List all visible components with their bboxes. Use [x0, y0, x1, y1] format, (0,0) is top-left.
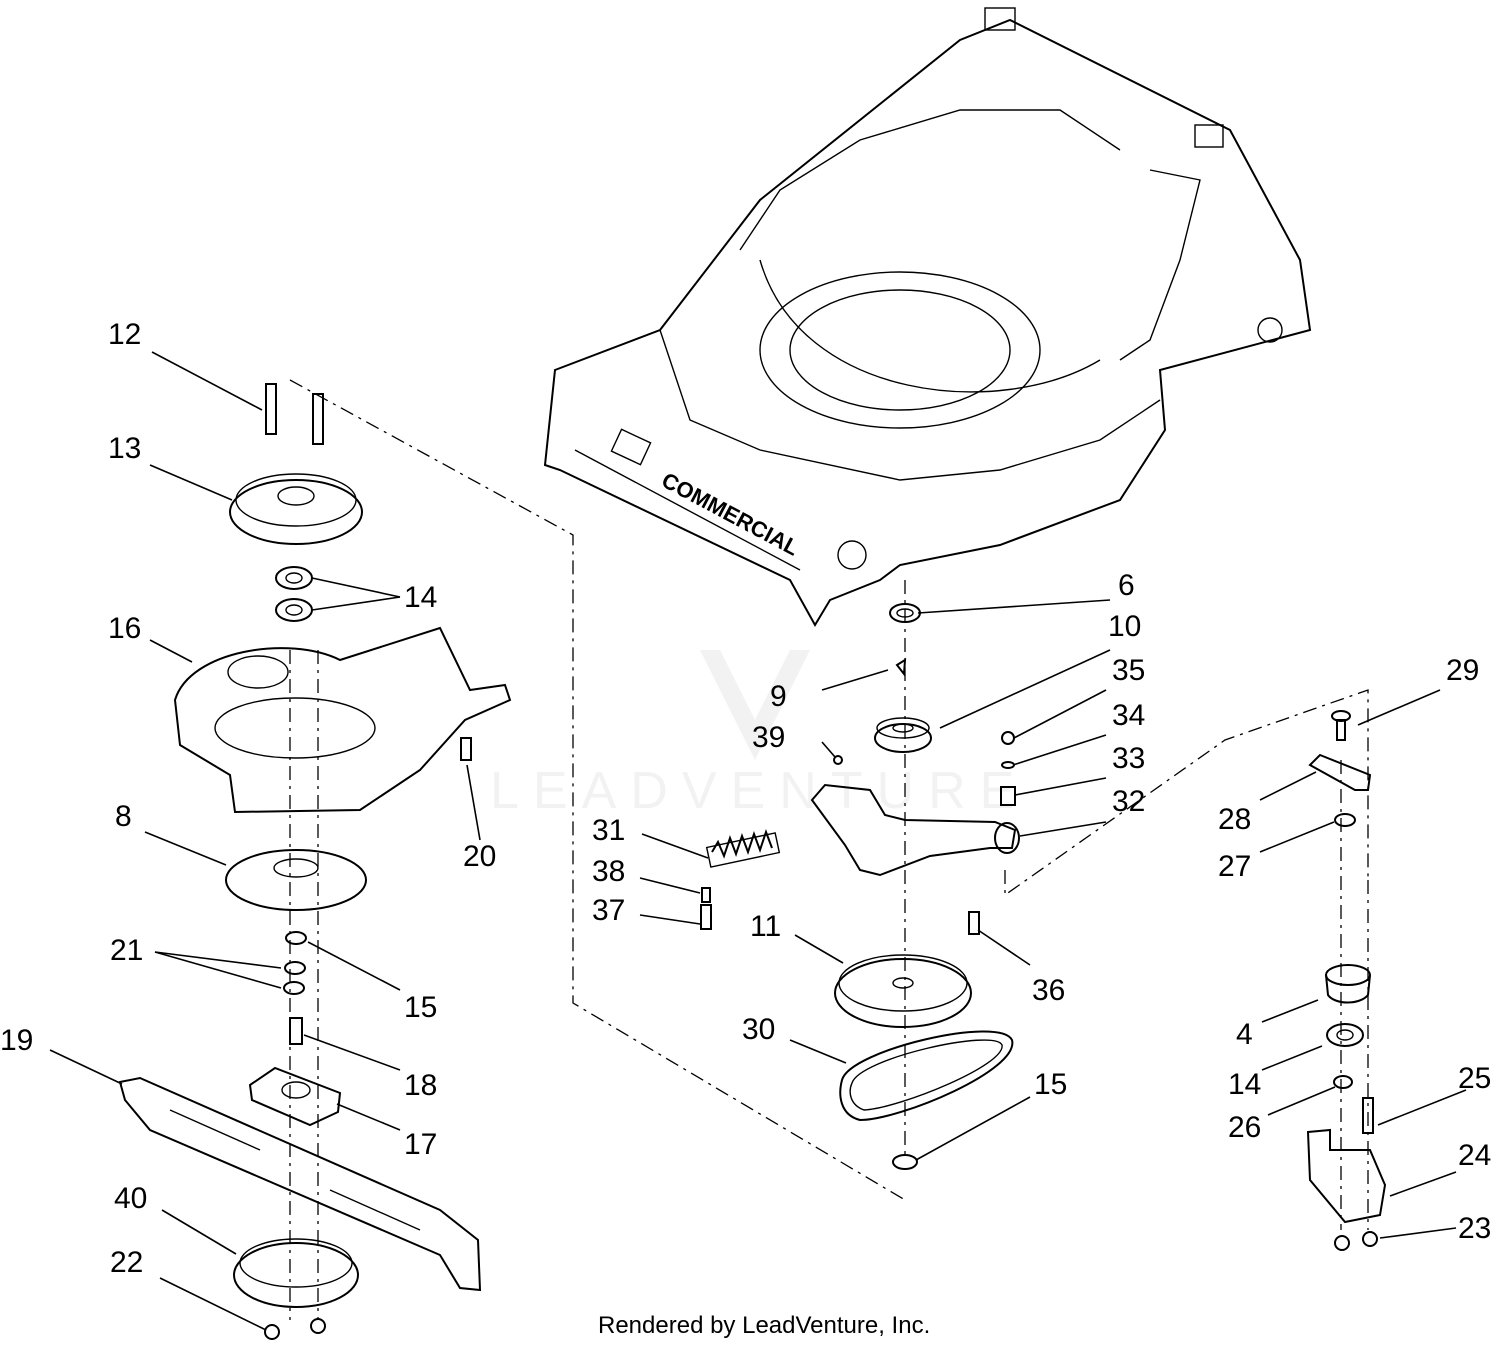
- callout-24: 24: [1458, 1139, 1491, 1172]
- callout-37: 37: [592, 894, 625, 927]
- callout-27: 27: [1218, 850, 1251, 883]
- callout-14-right: 14: [1228, 1068, 1261, 1101]
- callout-32: 32: [1112, 785, 1145, 818]
- callout-29: 29: [1446, 654, 1479, 687]
- bushing-4: [1325, 964, 1371, 1004]
- callout-28: 28: [1218, 803, 1251, 836]
- callout-labels: 12 13 14 16 8 21 15 18 17 19 40 22 20 6 …: [0, 318, 1491, 1279]
- washer-27: [1334, 813, 1356, 827]
- bracket-28: [1308, 753, 1372, 791]
- callout-4: 4: [1236, 1018, 1253, 1051]
- callout-13: 13: [108, 432, 141, 465]
- bearings-14: [275, 566, 313, 622]
- bolt-20: [460, 737, 472, 761]
- idler-arm-32: [810, 783, 1020, 877]
- callout-33: 33: [1112, 742, 1145, 775]
- bolts-12: [265, 383, 324, 445]
- mower-deck: COMMERCIAL: [543, 7, 1312, 627]
- callout-25: 25: [1458, 1062, 1491, 1095]
- callout-26: 26: [1228, 1111, 1261, 1144]
- nut-26: [1333, 1075, 1353, 1089]
- callout-23: 23: [1458, 1212, 1491, 1245]
- callout-15-center: 15: [1034, 1068, 1067, 1101]
- washers-15-21: [283, 931, 307, 995]
- stud-25: [1362, 1097, 1374, 1134]
- callout-15-left: 15: [404, 991, 437, 1024]
- washer-39: [833, 755, 843, 765]
- callout-30: 30: [742, 1013, 775, 1046]
- watermark-text: LEADVENTURE: [490, 762, 1028, 820]
- bolt-18: [289, 1017, 303, 1045]
- idler-pulley-10: [874, 717, 932, 753]
- assembly-outline: [289, 379, 1369, 1320]
- drive-pulley-11: [834, 954, 972, 1028]
- callout-10: 10: [1108, 610, 1141, 643]
- adapter-17: [248, 1066, 342, 1127]
- pulley-13: [229, 473, 363, 545]
- callout-18: 18: [404, 1069, 437, 1102]
- callout-8: 8: [115, 800, 132, 833]
- nuts-22: [264, 1318, 326, 1340]
- deck-brand-text: COMMERCIAL: [658, 467, 804, 560]
- bolt-29: [1331, 710, 1351, 741]
- callout-39: 39: [752, 721, 785, 754]
- callout-20: 20: [463, 840, 496, 873]
- plate-8: [225, 849, 367, 911]
- footer-credit: Rendered by LeadVenture, Inc.: [598, 1312, 930, 1339]
- watermark-logo: LEADVENTURE: [490, 650, 1028, 820]
- callout-16: 16: [108, 612, 141, 645]
- nuts-23: [1334, 1231, 1378, 1251]
- spring-31: [705, 829, 781, 868]
- callout-21: 21: [110, 934, 143, 967]
- callout-14-left: 14: [404, 581, 437, 614]
- bolt-36: [968, 911, 980, 935]
- callout-6: 6: [1118, 569, 1135, 602]
- callout-38: 38: [592, 855, 625, 888]
- callout-40: 40: [114, 1182, 147, 1215]
- callout-12: 12: [108, 318, 141, 351]
- callout-22: 22: [110, 1246, 143, 1279]
- callout-19: 19: [0, 1024, 33, 1057]
- bolt-37-38: [700, 887, 712, 930]
- leader-lines: [49, 351, 1467, 1331]
- blade-retainer-40: [233, 1238, 359, 1308]
- callout-31: 31: [592, 814, 625, 847]
- bearing-14: [1326, 1023, 1364, 1047]
- spindle-housing-16: [173, 626, 512, 814]
- callout-36: 36: [1032, 974, 1065, 1007]
- callout-34: 34: [1112, 699, 1145, 732]
- blade-19: [118, 1076, 482, 1292]
- callout-9: 9: [770, 680, 787, 713]
- key-9: [895, 658, 907, 677]
- callout-35: 35: [1112, 654, 1145, 687]
- callout-11: 11: [750, 910, 781, 943]
- callout-17: 17: [404, 1128, 437, 1161]
- bracket-24: [1306, 1128, 1387, 1224]
- belt-30: [839, 1030, 1014, 1122]
- washer-15-lower: [892, 1154, 918, 1170]
